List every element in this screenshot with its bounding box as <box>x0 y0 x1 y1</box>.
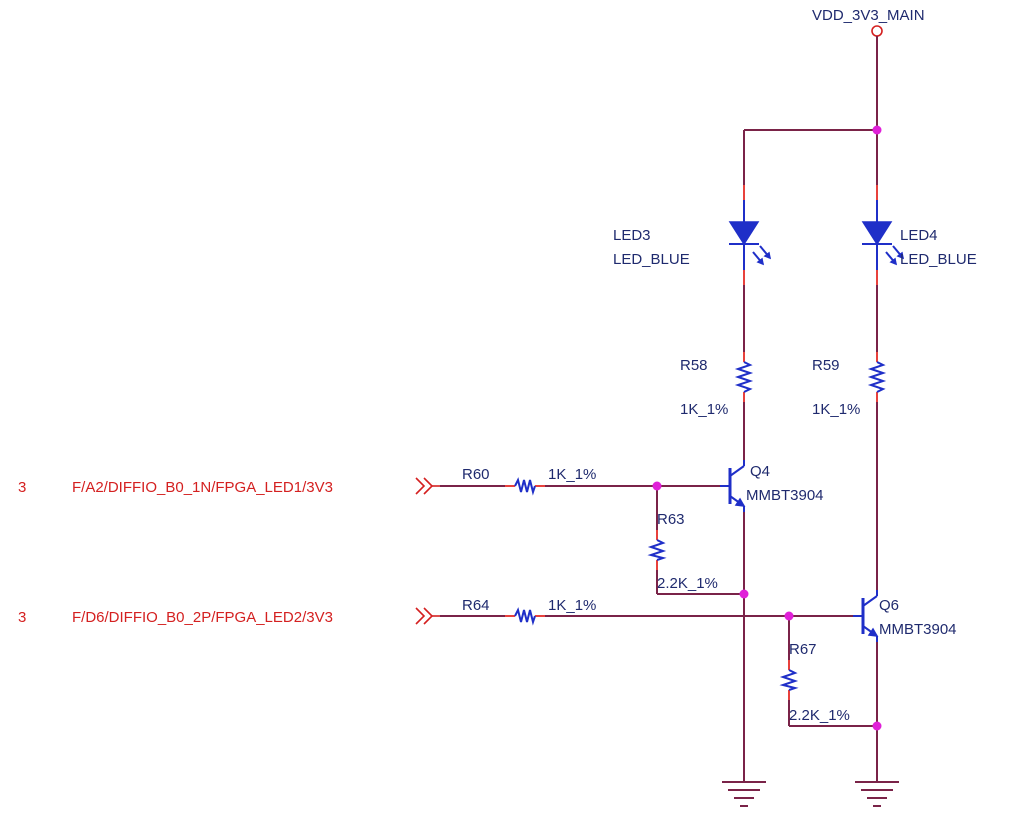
q4-ref: Q4 <box>750 463 770 480</box>
r63-value: 2.2K_1% <box>657 575 718 592</box>
wires <box>440 36 878 782</box>
r63-ref: R63 <box>657 511 685 528</box>
power-label: VDD_3V3_MAIN <box>812 7 925 24</box>
r67-value: 2.2K_1% <box>789 707 850 724</box>
r58-ref: R58 <box>680 357 708 374</box>
q4-value: MMBT3904 <box>746 487 824 504</box>
port-led1-page: 3 <box>18 479 26 496</box>
r59-value: 1K_1% <box>812 401 860 418</box>
r59-ref: R59 <box>812 357 840 374</box>
port-led2-net: F/D6/DIFFIO_B0_2P/FPGA_LED2/3V3 <box>72 609 333 626</box>
led3-symbol <box>728 200 772 270</box>
q4-symbol <box>720 460 746 512</box>
led4-symbol <box>861 200 905 270</box>
ground-symbol-1 <box>722 781 766 807</box>
port-led2-page: 3 <box>18 609 26 626</box>
r59-symbol <box>867 361 887 393</box>
led4-ref: LED4 <box>900 227 938 244</box>
r58-value: 1K_1% <box>680 401 728 418</box>
r60-value: 1K_1% <box>548 466 596 483</box>
port-led1: 3 F/A2/DIFFIO_B0_1N/FPGA_LED1/3V3 <box>18 477 440 496</box>
r60-ref: R60 <box>462 466 490 483</box>
q6-ref: Q6 <box>879 597 899 614</box>
q6-value: MMBT3904 <box>879 621 957 638</box>
r58-symbol <box>734 361 754 393</box>
r60-symbol <box>514 477 536 496</box>
r67-symbol <box>779 669 799 691</box>
power-symbol-vdd: VDD_3V3_MAIN <box>812 7 925 37</box>
led4-value: LED_BLUE <box>900 251 977 268</box>
r64-ref: R64 <box>462 597 490 614</box>
r64-value: 1K_1% <box>548 597 596 614</box>
led3-ref: LED3 <box>613 227 651 244</box>
r63-symbol <box>647 539 667 561</box>
r64-symbol <box>514 607 536 626</box>
port-led1-net: F/A2/DIFFIO_B0_1N/FPGA_LED1/3V3 <box>72 479 333 496</box>
junction-dots <box>652 125 882 731</box>
led3-value: LED_BLUE <box>613 251 690 268</box>
port-led2: 3 F/D6/DIFFIO_B0_2P/FPGA_LED2/3V3 <box>18 607 440 626</box>
r67-ref: R67 <box>789 641 817 658</box>
ground-symbol-2 <box>855 781 899 807</box>
pin-stubs <box>505 185 878 700</box>
q6-symbol <box>853 590 879 642</box>
